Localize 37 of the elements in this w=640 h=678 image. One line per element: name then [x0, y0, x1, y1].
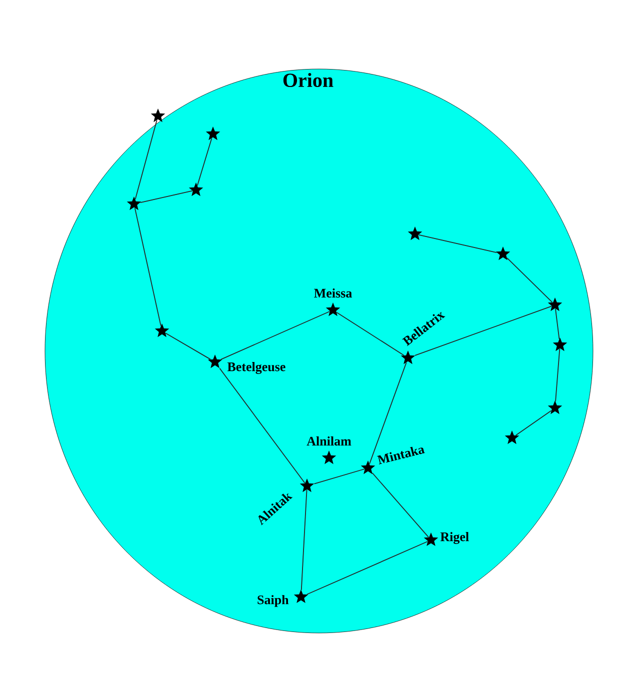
star-label: Mintaka	[377, 446, 425, 464]
connecting-line	[418, 234, 498, 253]
connecting-line	[414, 306, 552, 356]
connecting-line	[506, 258, 553, 303]
connecting-line	[219, 368, 306, 484]
star-icon	[154, 324, 170, 338]
connecting-line	[196, 138, 212, 186]
title: Orion	[283, 72, 334, 88]
connecting-line	[300, 489, 308, 590]
connecting-line	[306, 541, 428, 595]
star-icon	[126, 196, 142, 210]
connecting-line	[372, 472, 429, 538]
star-label: Betelgeuse	[227, 362, 286, 374]
connecting-line	[515, 410, 552, 436]
star-label: Alnilam	[306, 436, 352, 446]
connecting-line	[220, 311, 330, 360]
star-icon	[496, 246, 510, 260]
star-icon	[552, 338, 568, 352]
connecting-line	[314, 468, 366, 484]
star-icon	[548, 298, 562, 312]
star-label: Rigel	[440, 532, 469, 544]
connecting-line	[140, 190, 193, 203]
star-icon	[408, 226, 422, 240]
star-icon	[188, 182, 204, 196]
star-icon	[548, 400, 562, 414]
connecting-line	[336, 312, 404, 356]
star-label: Meissa	[314, 288, 352, 298]
star-icon	[206, 126, 220, 140]
connecting-line	[555, 308, 560, 340]
connecting-line	[555, 348, 560, 402]
star-icon	[504, 430, 520, 444]
star-label: Saiph	[258, 595, 289, 607]
connecting-line	[165, 332, 211, 360]
connecting-line	[369, 362, 407, 464]
connecting-line	[134, 120, 158, 200]
connecting-line	[134, 208, 162, 326]
star-icon	[150, 108, 166, 122]
